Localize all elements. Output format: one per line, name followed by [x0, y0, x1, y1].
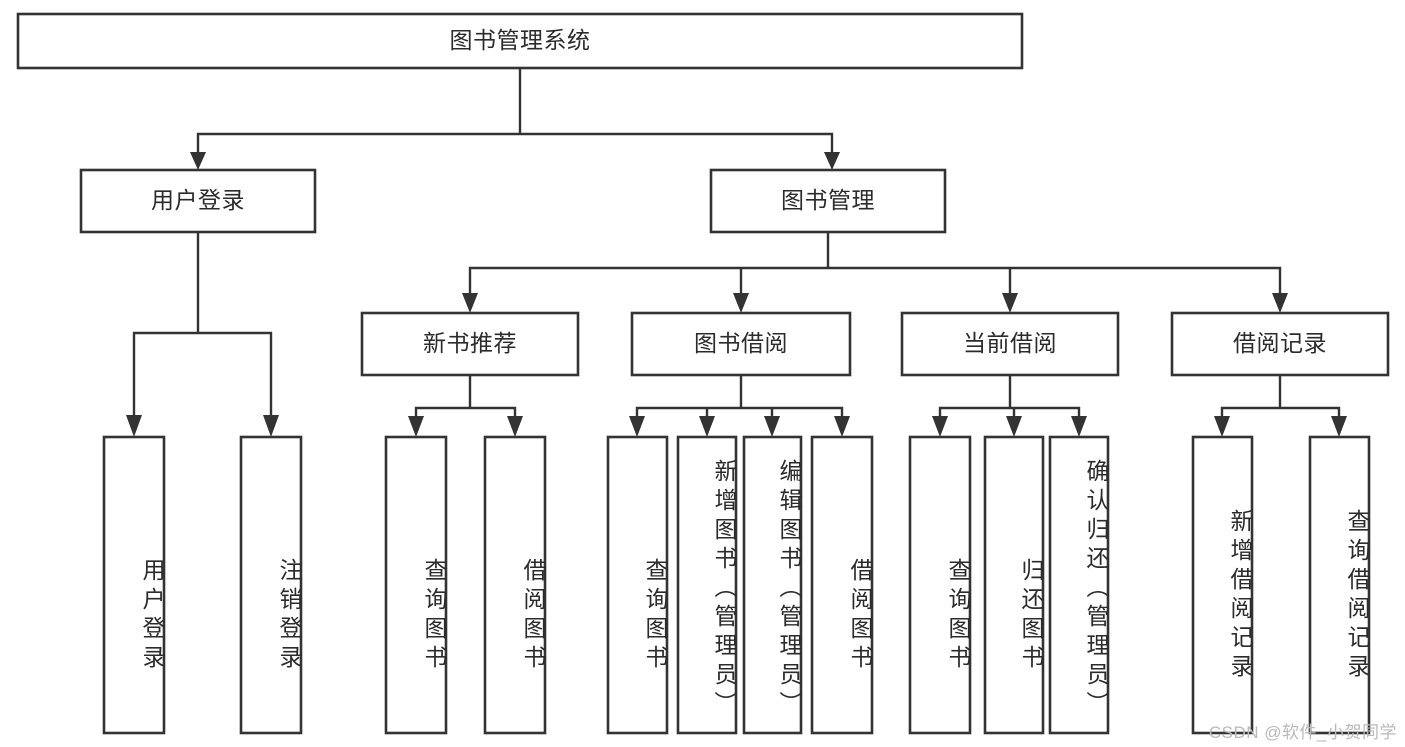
arrow-to-user-logout-action [263, 415, 279, 437]
node-box-query-book-1[interactable] [384, 435, 448, 735]
arrow-to-query-book-2 [629, 416, 645, 437]
arrow-to-add-book-admin [699, 416, 715, 437]
node-box-root[interactable] [16, 12, 1024, 70]
node-box-confirm-return-admin[interactable] [1048, 435, 1110, 735]
arrow-to-current-borrowing [1002, 293, 1018, 313]
arrow-to-return-book [1006, 416, 1022, 437]
connector-book-management-to-children [468, 230, 1282, 298]
arrow-to-new-book-recommend [462, 293, 478, 313]
arrow-to-user-login [190, 152, 206, 170]
node-box-query-book-2[interactable] [606, 435, 669, 735]
arrow-to-book-management [824, 152, 840, 170]
node-box-borrow-book-2[interactable] [810, 435, 874, 735]
connector-root-to-bus [196, 66, 834, 154]
node-box-book-borrowing[interactable] [630, 311, 852, 377]
arrow-to-query-book-1 [408, 416, 424, 437]
node-box-borrow-book-1[interactable] [483, 435, 547, 735]
arrow-to-borrow-book-1 [507, 416, 523, 437]
connector-layer [126, 66, 1347, 437]
arrow-to-edit-book-admin [764, 416, 780, 437]
connector-new-book-recommend-to-children [414, 373, 517, 422]
node-box-user-login[interactable] [79, 168, 317, 234]
arrow-to-confirm-return-admin [1071, 416, 1087, 437]
arrow-to-borrow-book-2 [834, 416, 850, 437]
node-box-user-login-action[interactable] [102, 435, 166, 735]
node-box-return-book[interactable] [983, 435, 1045, 735]
arrow-to-query-borrow-record [1331, 416, 1347, 437]
arrow-to-borrow-records [1272, 293, 1288, 313]
connector-borrow-records-to-children [1220, 373, 1341, 422]
arrow-to-add-borrow-record [1214, 416, 1230, 437]
csdn-watermark: CSDN @软件_小贺同学 [1208, 723, 1397, 742]
node-box-borrow-records[interactable] [1170, 311, 1390, 377]
arrow-to-book-borrowing [733, 293, 749, 313]
node-box-book-management[interactable] [709, 168, 947, 234]
node-box-query-borrow-record[interactable] [1308, 435, 1371, 735]
node-box-add-book-admin[interactable] [676, 435, 738, 735]
node-box-layer [16, 12, 1390, 735]
node-box-query-book-3[interactable] [908, 435, 972, 735]
node-box-current-borrowing[interactable] [900, 311, 1120, 377]
connector-user-login-to-children [132, 230, 273, 421]
node-box-user-logout-action[interactable] [239, 435, 303, 735]
arrow-to-query-book-3 [932, 416, 948, 437]
connector-book-borrowing-to-children [635, 373, 844, 422]
node-box-new-book-recommend[interactable] [360, 311, 580, 377]
connector-current-borrowing-to-children [938, 373, 1081, 422]
node-box-add-borrow-record[interactable] [1191, 435, 1254, 735]
arrow-to-user-login-action [126, 415, 142, 437]
node-box-edit-book-admin[interactable] [742, 435, 803, 735]
